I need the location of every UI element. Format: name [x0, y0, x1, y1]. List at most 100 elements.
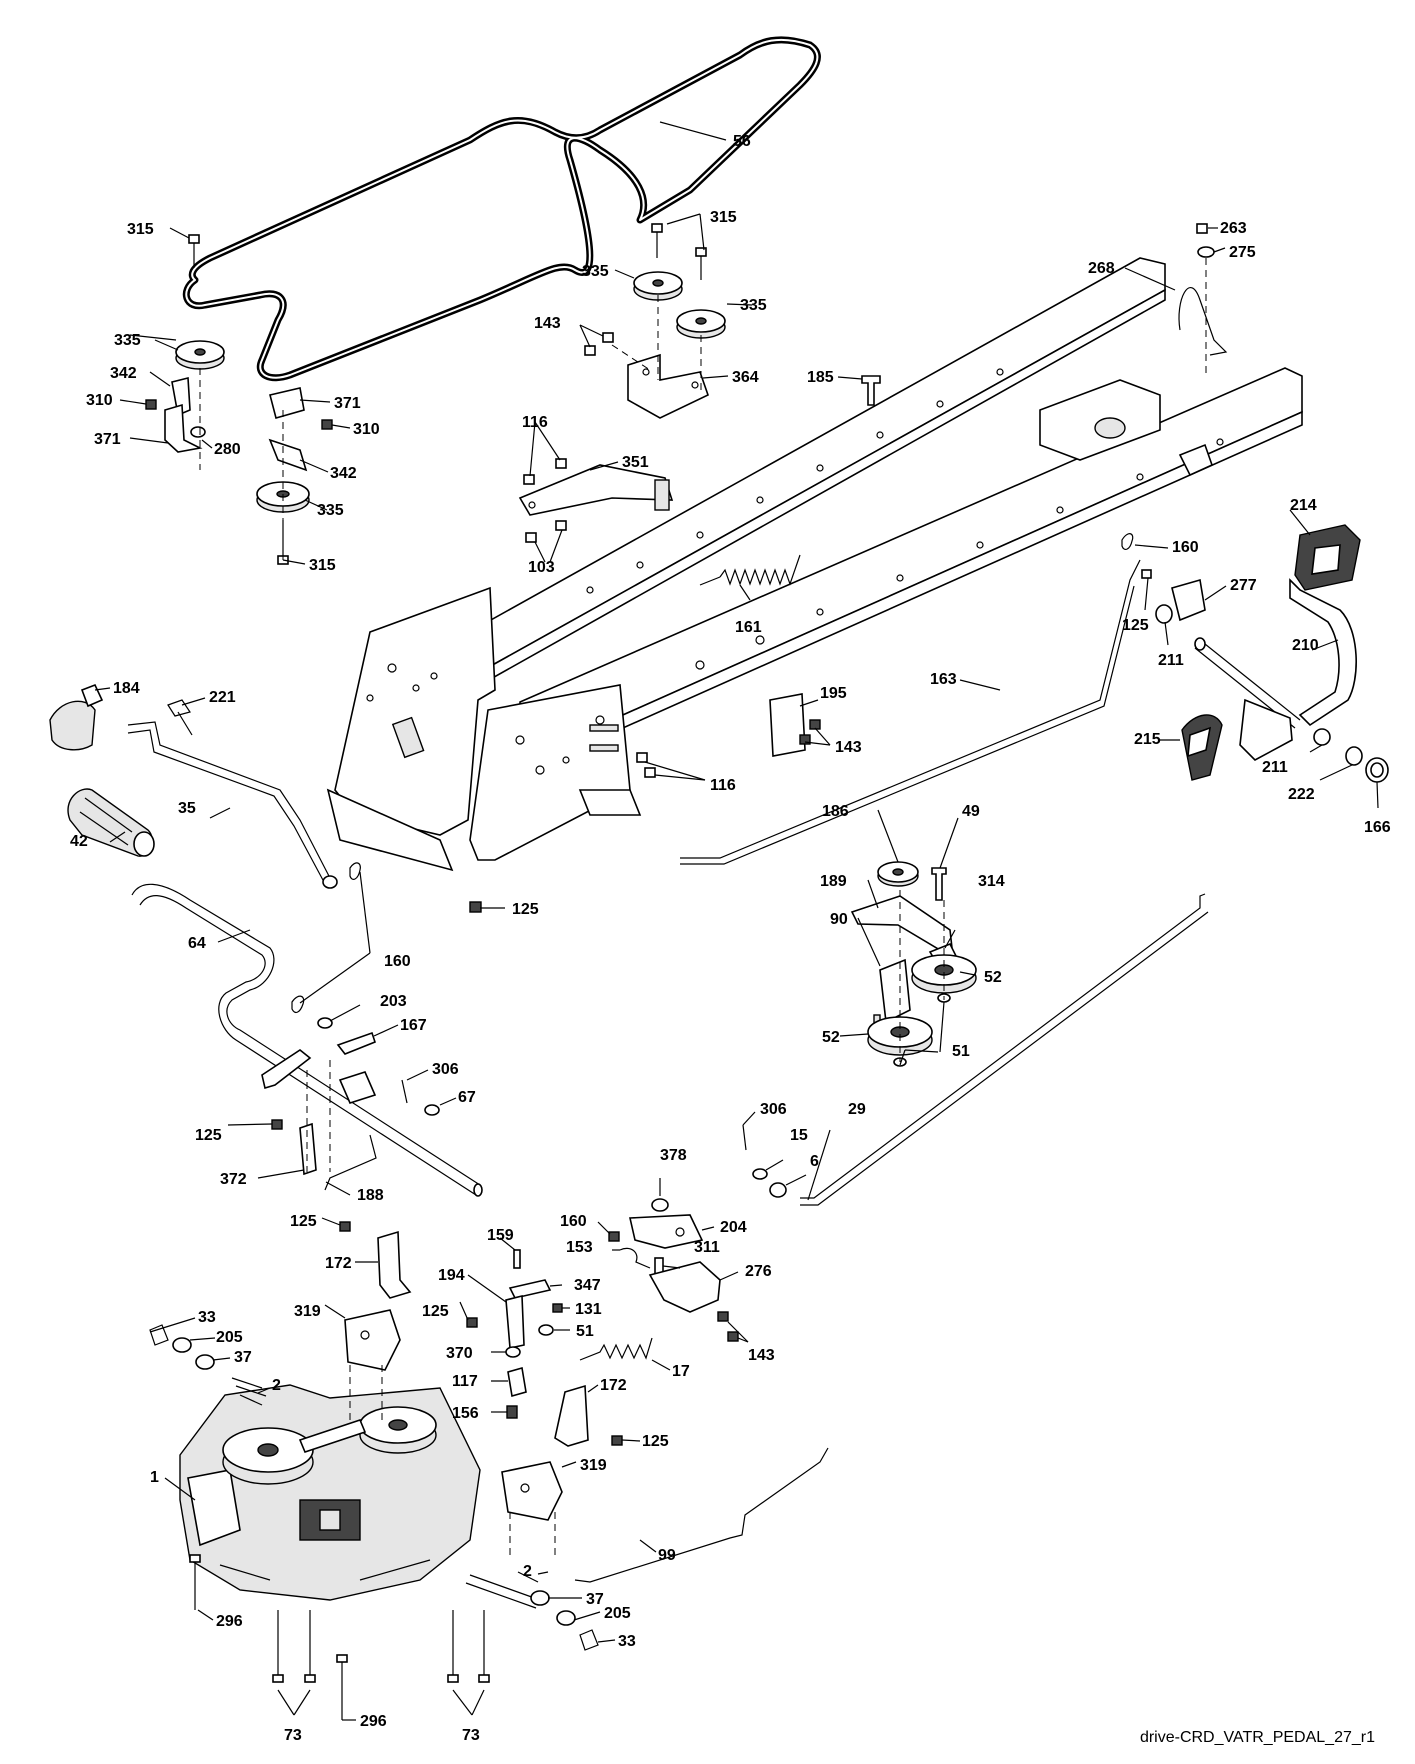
washer-370	[505, 1346, 521, 1358]
label-73: 73	[284, 1727, 302, 1744]
right-pedal-assembly	[680, 524, 1389, 865]
label-335: 335	[740, 297, 767, 314]
bushing-211	[1313, 728, 1331, 746]
label-203: 203	[380, 993, 407, 1010]
bolt-125	[1141, 569, 1152, 579]
mount-319	[344, 1309, 401, 1371]
label-372: 372	[220, 1171, 247, 1188]
label-221: 221	[209, 689, 236, 706]
bolt-125	[271, 1119, 283, 1130]
label-117: 117	[452, 1373, 478, 1390]
bracket-372	[299, 1122, 317, 1176]
pedal-pad-215	[1181, 714, 1223, 781]
link-117	[507, 1366, 527, 1398]
label-143: 143	[835, 739, 862, 756]
label-275: 275	[1229, 244, 1256, 261]
bracket-371	[164, 403, 203, 453]
label-280: 280	[214, 441, 241, 458]
pulley-335	[175, 340, 225, 370]
label-370: 370	[446, 1345, 473, 1362]
lever-194	[505, 1294, 525, 1349]
rod-35	[127, 721, 338, 889]
label-211: 211	[1158, 652, 1184, 669]
label-167: 167	[400, 1017, 427, 1034]
label-342: 342	[110, 365, 137, 382]
label-103: 103	[528, 559, 555, 576]
label-125: 125	[512, 901, 539, 918]
lower-linkage	[339, 1198, 829, 1583]
label-315: 315	[710, 209, 737, 226]
bracket-172	[554, 1384, 589, 1447]
pedal-pad-184	[49, 683, 104, 751]
label-56: 56	[733, 133, 751, 150]
label-347: 347	[574, 1277, 601, 1294]
label-188: 188	[357, 1187, 384, 1204]
pedal-pad-214	[1294, 524, 1361, 591]
label-1: 1	[150, 1469, 159, 1486]
ring-166	[1365, 757, 1389, 783]
label-210: 210	[1292, 637, 1319, 654]
bushing-211	[1155, 604, 1173, 624]
clip-33	[149, 1324, 599, 1651]
label-306: 306	[760, 1101, 787, 1118]
label-35: 35	[178, 800, 196, 817]
label-296: 296	[360, 1713, 387, 1730]
bolt-49	[931, 867, 947, 901]
rod-29	[800, 893, 1209, 1206]
key-2	[239, 1394, 539, 1583]
pulley-335	[676, 309, 726, 339]
bracket-364	[627, 353, 709, 419]
bracket-277	[1171, 578, 1206, 622]
label-37: 37	[586, 1591, 604, 1608]
label-67: 67	[458, 1089, 476, 1106]
washer-51	[538, 1324, 554, 1336]
nut-116	[523, 458, 567, 485]
bracket-342	[171, 376, 191, 417]
transmission-1	[179, 1377, 541, 1609]
label-335: 335	[317, 502, 344, 519]
label-276: 276	[745, 1263, 772, 1280]
bolt-125	[466, 1317, 478, 1328]
label-319: 319	[580, 1457, 607, 1474]
label-15: 15	[790, 1127, 808, 1144]
frame-holes	[366, 368, 1224, 775]
bolt-156	[506, 1405, 518, 1419]
label-335: 335	[114, 332, 141, 349]
label-277: 277	[1230, 577, 1257, 594]
label-378: 378	[660, 1147, 687, 1164]
label-17: 17	[672, 1363, 690, 1380]
label-160: 160	[384, 953, 411, 970]
label-194: 194	[438, 1267, 465, 1284]
bolt-315	[651, 223, 707, 280]
label-189: 189	[820, 873, 847, 890]
link-347	[508, 1279, 552, 1299]
clip-160	[1121, 533, 1134, 551]
label-195: 195	[820, 685, 847, 702]
bolt-310	[321, 419, 333, 430]
bushing-6	[769, 1182, 787, 1198]
label-215: 215	[1134, 731, 1161, 748]
label-371: 371	[94, 431, 121, 448]
label-2: 2	[272, 1377, 281, 1394]
bracket-351	[518, 464, 674, 516]
label-64: 64	[188, 935, 206, 952]
label-116: 116	[522, 414, 548, 431]
bracket-172	[377, 1230, 412, 1299]
left-pedal-linkage	[49, 683, 483, 1197]
label-160: 160	[560, 1213, 587, 1230]
upper-idler-pulleys	[584, 223, 726, 419]
bracket-371	[269, 387, 305, 419]
label-2: 2	[523, 1563, 532, 1580]
label-296: 296	[216, 1613, 243, 1630]
bracket-342	[268, 438, 308, 472]
label-263: 263	[1220, 220, 1247, 237]
label-364: 364	[732, 369, 759, 386]
pedal-arm-210	[1289, 578, 1357, 727]
label-310: 310	[353, 421, 380, 438]
bolt-73	[272, 1610, 490, 1683]
label-143: 143	[534, 315, 561, 332]
label-204: 204	[720, 1219, 747, 1236]
washer-222	[1345, 746, 1363, 766]
label-268: 268	[1088, 260, 1115, 277]
